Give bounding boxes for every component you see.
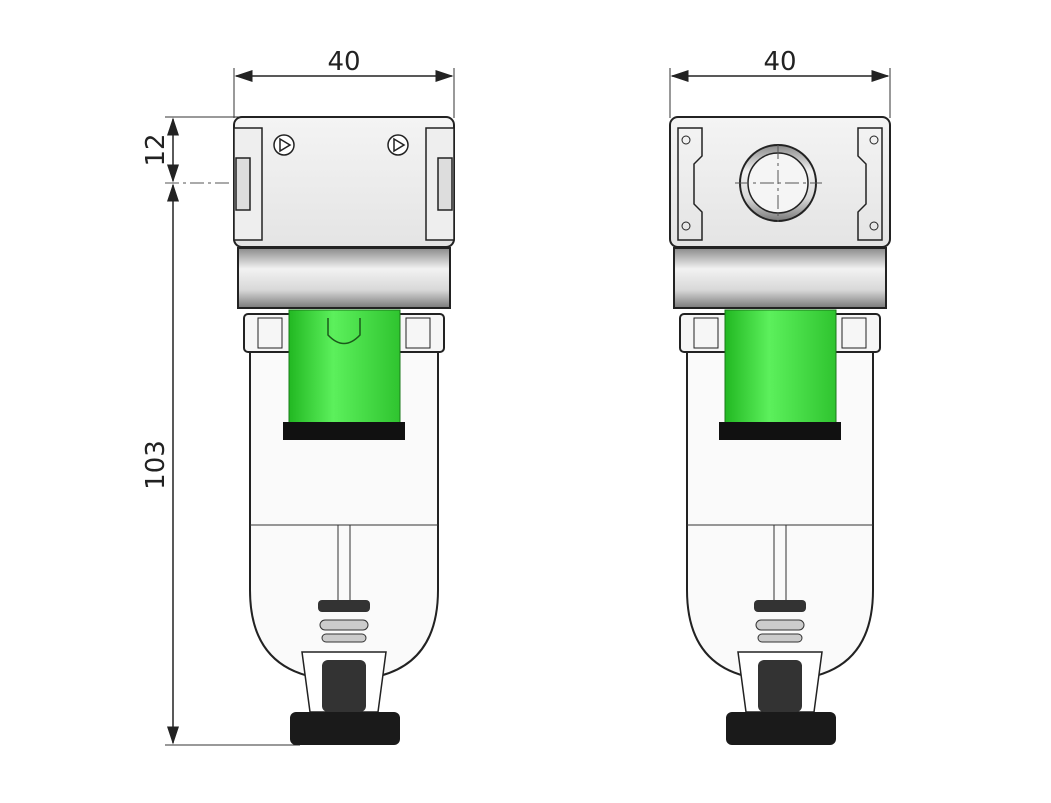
port-icon [735, 144, 822, 222]
filter-element [288, 309, 401, 425]
seal-band [283, 422, 405, 440]
metal-ring [237, 247, 451, 309]
filter-front-view [669, 116, 891, 745]
drain-valve-front [726, 600, 836, 745]
head-block [233, 116, 455, 248]
flow-arrow-icon [273, 134, 409, 156]
dimension-label-left-width: 40 [327, 47, 360, 77]
drain-knob-front[interactable] [726, 712, 836, 745]
dimension-top-height: 12 [141, 116, 240, 183]
dimension-right-width: 40 [669, 47, 891, 118]
drain-knob[interactable] [290, 712, 400, 745]
dimension-label-right-width: 40 [763, 47, 796, 77]
dimension-label-body-height: 103 [141, 440, 171, 490]
dimension-left-width: 40 [233, 47, 455, 118]
drain-valve [290, 600, 400, 745]
filter-side-view [233, 116, 455, 745]
dimension-label-top-height: 12 [141, 133, 171, 166]
